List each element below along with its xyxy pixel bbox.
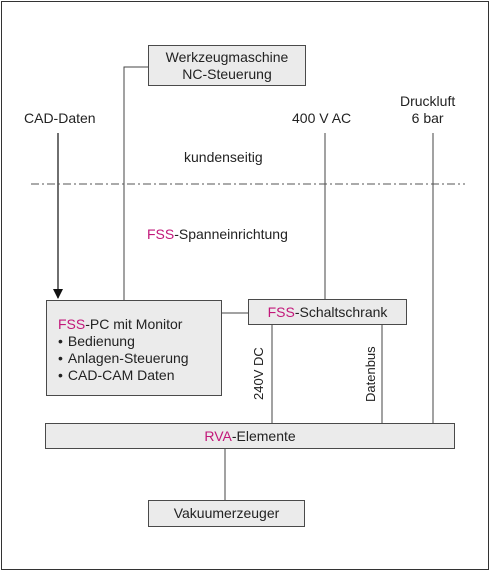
vacuum-generator-box: Vakuumerzeuger — [148, 500, 305, 527]
machine-box: Werkzeugmaschine NC-Steuerung — [148, 45, 306, 86]
machine-label-line1: Werkzeugmaschine — [165, 48, 289, 65]
air-label-line1: Druckluft — [400, 93, 456, 109]
pc-feature-item: Anlagen-Steuerung — [58, 350, 221, 367]
machine-label-line2: NC-Steuerung — [182, 65, 272, 82]
cad-label: CAD-Daten — [24, 110, 96, 126]
fss-section-prefix: FSS — [147, 226, 175, 242]
power-label: 400 V AC — [292, 110, 352, 126]
pc-title: FSS-PC mit Monitor — [58, 316, 221, 333]
fss-section-suffix: -Spanneinrichtung — [174, 226, 288, 242]
cabinet-prefix: FSS — [267, 303, 295, 320]
vacuum-label: Vakuumerzeuger — [173, 505, 280, 521]
pc-title-rest: -PC mit Monitor — [85, 316, 183, 332]
machine-to-pc-line — [123, 66, 148, 300]
rva-label: RVA-Elemente — [204, 428, 295, 445]
air-label-line2: 6 bar — [411, 110, 444, 126]
customer-side-label: kundenseitig — [184, 149, 263, 165]
voltage-label: 240V DC — [251, 347, 266, 400]
pc-feature-list: Bedienung Anlagen-Steuerung CAD-CAM Date… — [58, 333, 221, 384]
pc-box: FSS-PC mit Monitor Bedienung Anlagen-Ste… — [46, 300, 222, 396]
air-label: Druckluft 6 bar — [400, 93, 455, 127]
databus-label: Datenbus — [363, 346, 378, 402]
cabinet-rest: -Schaltschrank — [294, 303, 388, 320]
cabinet-box: FSS-Schaltschrank — [248, 299, 407, 325]
cabinet-label: FSS-Schaltschrank — [268, 304, 388, 321]
rva-elements-box: RVA-Elemente — [45, 423, 455, 449]
rva-prefix: RVA — [204, 427, 232, 444]
pc-title-prefix: FSS — [58, 316, 86, 332]
fss-section-label: FSS-Spanneinrichtung — [147, 226, 288, 243]
pc-feature-item: CAD-CAM Daten — [58, 367, 221, 384]
rva-rest: -Elemente — [231, 427, 296, 444]
pc-feature-item: Bedienung — [58, 333, 221, 350]
